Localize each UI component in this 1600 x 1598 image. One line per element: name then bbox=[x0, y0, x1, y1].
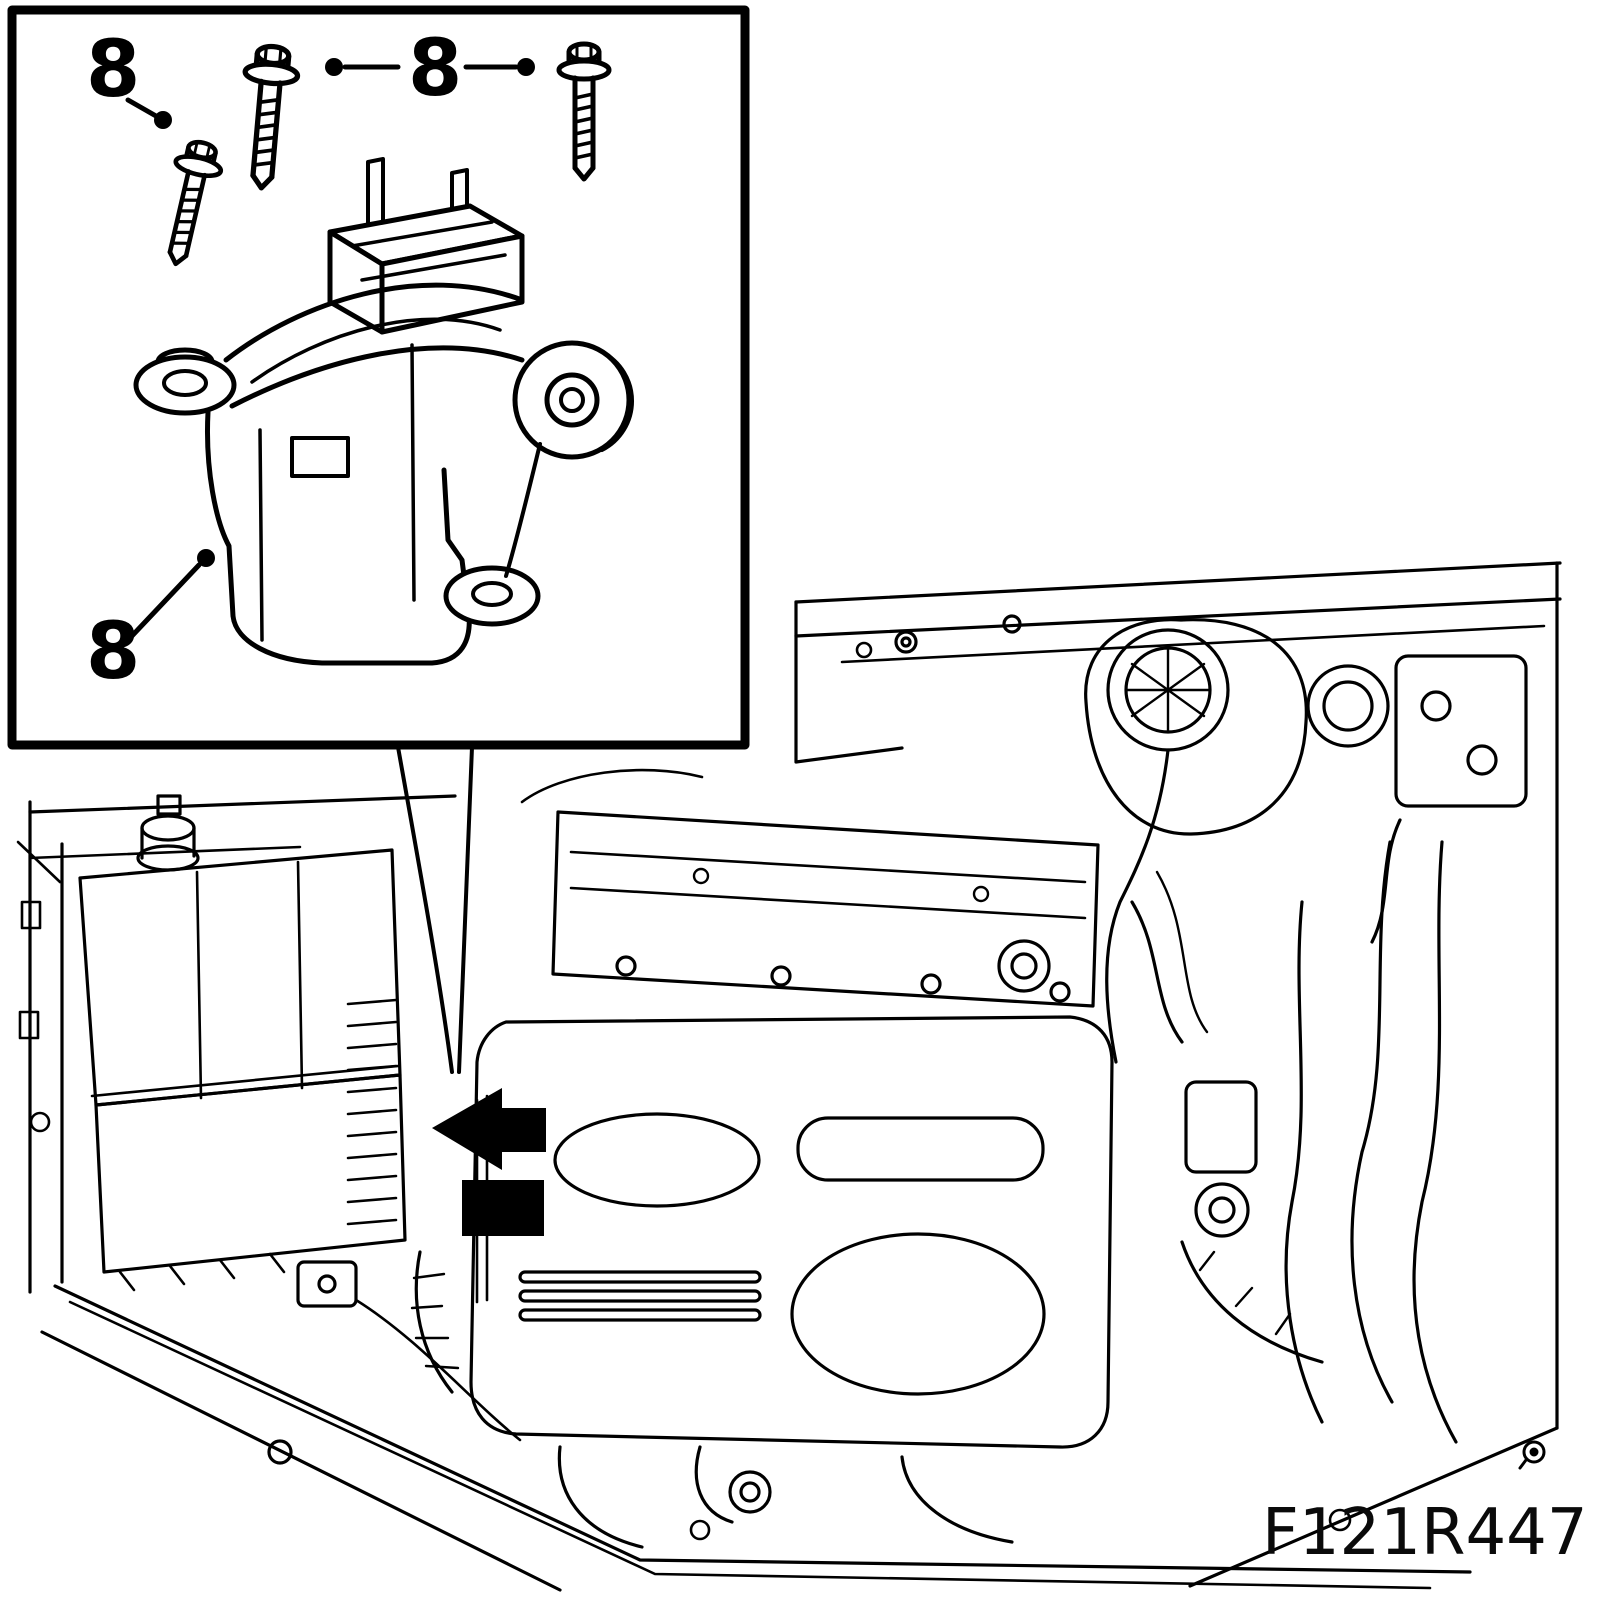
oil-filler-cap-icon bbox=[997, 939, 1051, 993]
filter-cap-stem bbox=[156, 794, 182, 816]
lower-hoses bbox=[296, 1250, 1014, 1549]
inset-detail-box: 8 8 8 bbox=[7, 5, 750, 750]
callout-label-top-middle: 8 bbox=[408, 24, 462, 114]
subframe-rails bbox=[40, 1284, 1559, 1592]
cowl-panel bbox=[28, 561, 1562, 1430]
callout-arrow bbox=[396, 745, 546, 1236]
air-filter-box bbox=[16, 794, 407, 1294]
engine-mount-drawing bbox=[133, 157, 635, 666]
leader-dot bbox=[517, 58, 535, 76]
leader-dot bbox=[325, 58, 343, 76]
figure-code: F121R447 bbox=[1262, 1496, 1588, 1570]
reservoir-cap-icon bbox=[1306, 664, 1390, 748]
leader-dot bbox=[154, 111, 172, 129]
leader-dot bbox=[197, 549, 215, 567]
leader-line bbox=[125, 97, 159, 119]
engine-bay-drawing bbox=[16, 561, 1562, 1592]
right-side-hoses bbox=[1130, 654, 1528, 1444]
clip-symbol bbox=[1518, 1440, 1546, 1470]
coolant-reservoir bbox=[1084, 618, 1390, 1064]
engine-cover bbox=[469, 1015, 1114, 1449]
leader-line bbox=[127, 562, 202, 641]
callout-label-bottom-left: 8 bbox=[86, 607, 140, 697]
ribbed-fins bbox=[346, 998, 398, 1226]
engine-valve-cover bbox=[520, 768, 1100, 1008]
